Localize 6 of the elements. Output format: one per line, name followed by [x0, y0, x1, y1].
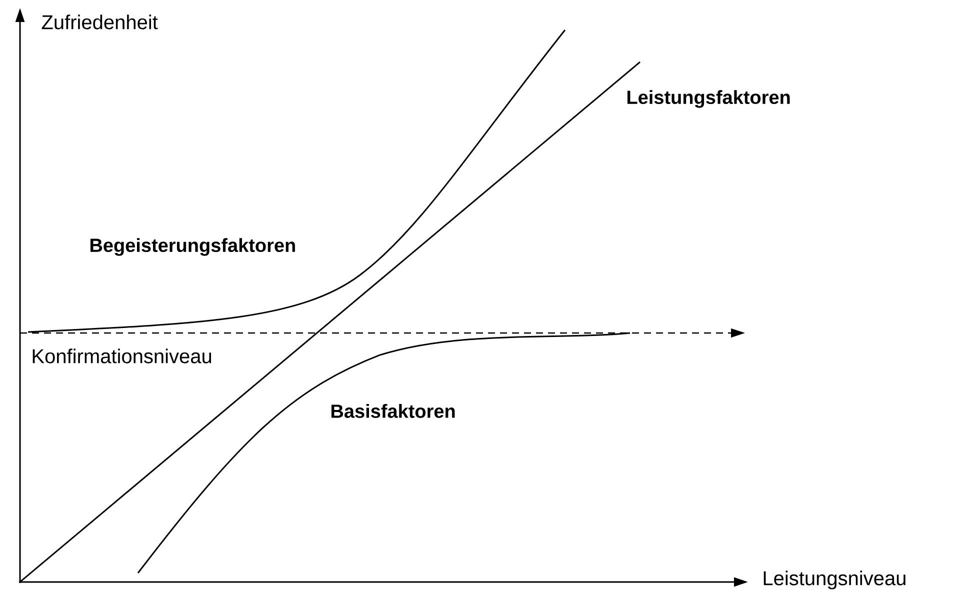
curve-label: Leistungsfaktoren	[627, 90, 790, 108]
axis-label: Zufriedenheit	[42, 14, 158, 30]
level-label: Konfirmationsniveau	[32, 348, 212, 364]
axis-label: Leistungsniveau	[764, 570, 906, 590]
curve-label: Begeisterungsfaktoren	[90, 238, 295, 256]
curve-label: Basisfaktoren	[331, 404, 455, 418]
